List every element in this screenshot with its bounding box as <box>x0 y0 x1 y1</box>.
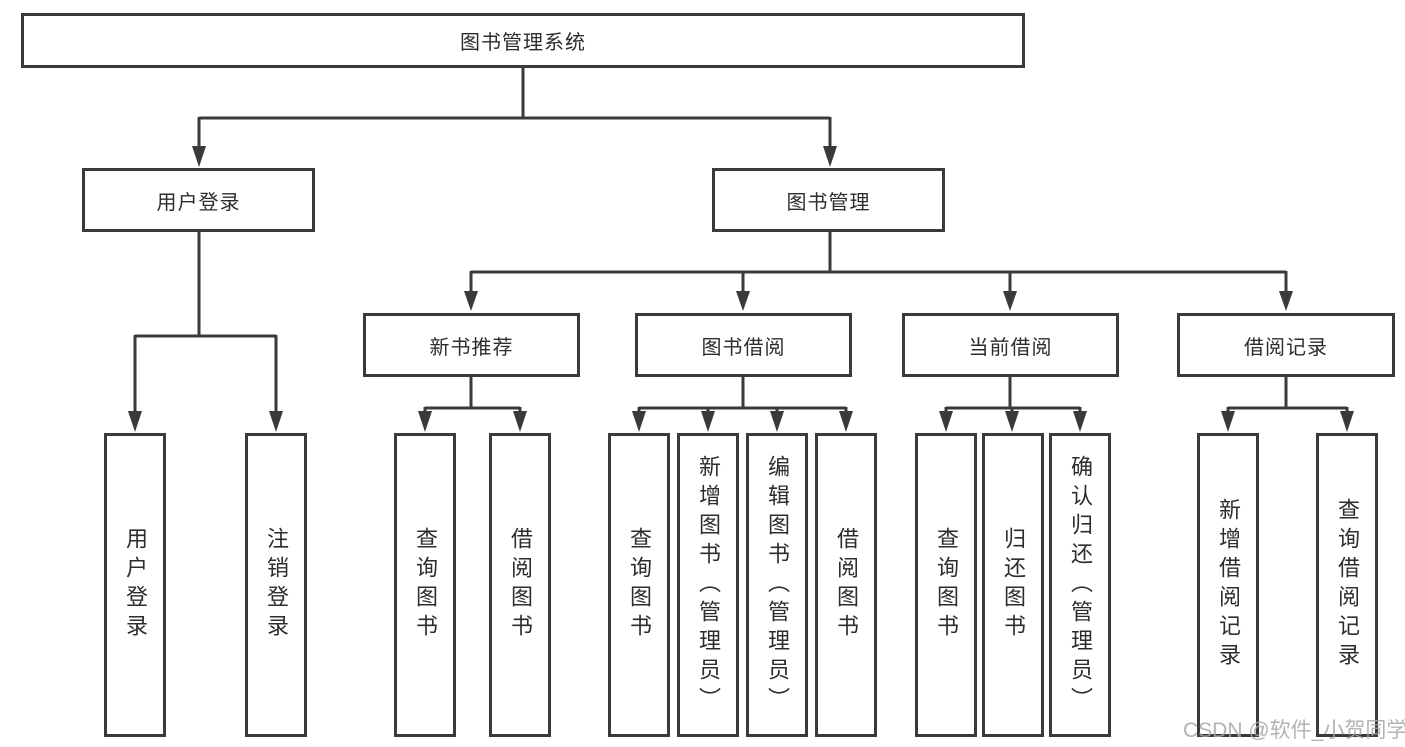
node-new-book-recommend-label: 新书推荐 <box>429 336 514 359</box>
leaf-search-books-recommend-label: 查询图书 <box>413 527 438 643</box>
leaf-add-borrow-record-label: 新增借阅记录 <box>1216 498 1241 672</box>
leaf-borrow-books-borrowing: 借阅图书 <box>815 433 877 737</box>
node-current-borrowing: 当前借阅 <box>902 313 1119 377</box>
leaf-return-books: 归还图书 <box>982 433 1044 737</box>
node-borrow-records-label: 借阅记录 <box>1244 336 1328 359</box>
leaf-confirm-return-admin-label: 确认归还（管理员） <box>1068 454 1093 716</box>
leaf-add-books-admin: 新增图书（管理员） <box>677 433 739 737</box>
leaf-edit-books-admin: 编辑图书（管理员） <box>746 433 808 737</box>
leaf-search-books-borrowing-label: 查询图书 <box>627 527 652 643</box>
node-book-borrowing-label: 图书借阅 <box>701 336 786 359</box>
node-user-login: 用户登录 <box>82 168 315 232</box>
node-new-book-recommend: 新书推荐 <box>363 313 580 377</box>
node-user-login-label: 用户登录 <box>156 191 241 214</box>
leaf-search-books-current: 查询图书 <box>915 433 977 737</box>
leaf-logout-label: 注销登录 <box>264 527 289 643</box>
node-root-label: 图书管理系统 <box>460 32 586 54</box>
leaf-borrow-books-recommend: 借阅图书 <box>489 433 551 737</box>
csdn-watermark: CSDN @软件_小贺同学 <box>1183 719 1405 742</box>
leaf-add-books-admin-label: 新增图书（管理员） <box>696 454 721 716</box>
node-current-borrowing-label: 当前借阅 <box>968 336 1053 359</box>
node-book-borrowing: 图书借阅 <box>635 313 852 377</box>
leaf-search-books-recommend: 查询图书 <box>394 433 456 737</box>
leaf-logout: 注销登录 <box>245 433 307 737</box>
leaf-search-books-borrowing: 查询图书 <box>608 433 670 737</box>
leaf-return-books-label: 归还图书 <box>1001 527 1026 643</box>
leaf-borrow-books-borrowing-label: 借阅图书 <box>834 527 859 643</box>
node-book-management: 图书管理 <box>712 168 945 232</box>
leaf-borrow-books-recommend-label: 借阅图书 <box>508 527 533 643</box>
leaf-edit-books-admin-label: 编辑图书（管理员） <box>765 454 790 716</box>
leaf-user-login: 用户登录 <box>104 433 166 737</box>
arrowheads <box>128 146 1354 432</box>
leaf-confirm-return-admin: 确认归还（管理员） <box>1049 433 1111 737</box>
node-book-management-label: 图书管理 <box>786 191 871 214</box>
node-library-management-system: 图书管理系统 <box>21 13 1025 68</box>
leaf-user-login-label: 用户登录 <box>123 527 148 643</box>
leaf-search-borrow-record: 查询借阅记录 <box>1316 433 1378 737</box>
leaf-search-borrow-record-label: 查询借阅记录 <box>1335 498 1360 672</box>
leaf-search-books-current-label: 查询图书 <box>934 527 959 643</box>
node-borrow-records: 借阅记录 <box>1177 313 1395 377</box>
leaf-add-borrow-record: 新增借阅记录 <box>1197 433 1259 737</box>
